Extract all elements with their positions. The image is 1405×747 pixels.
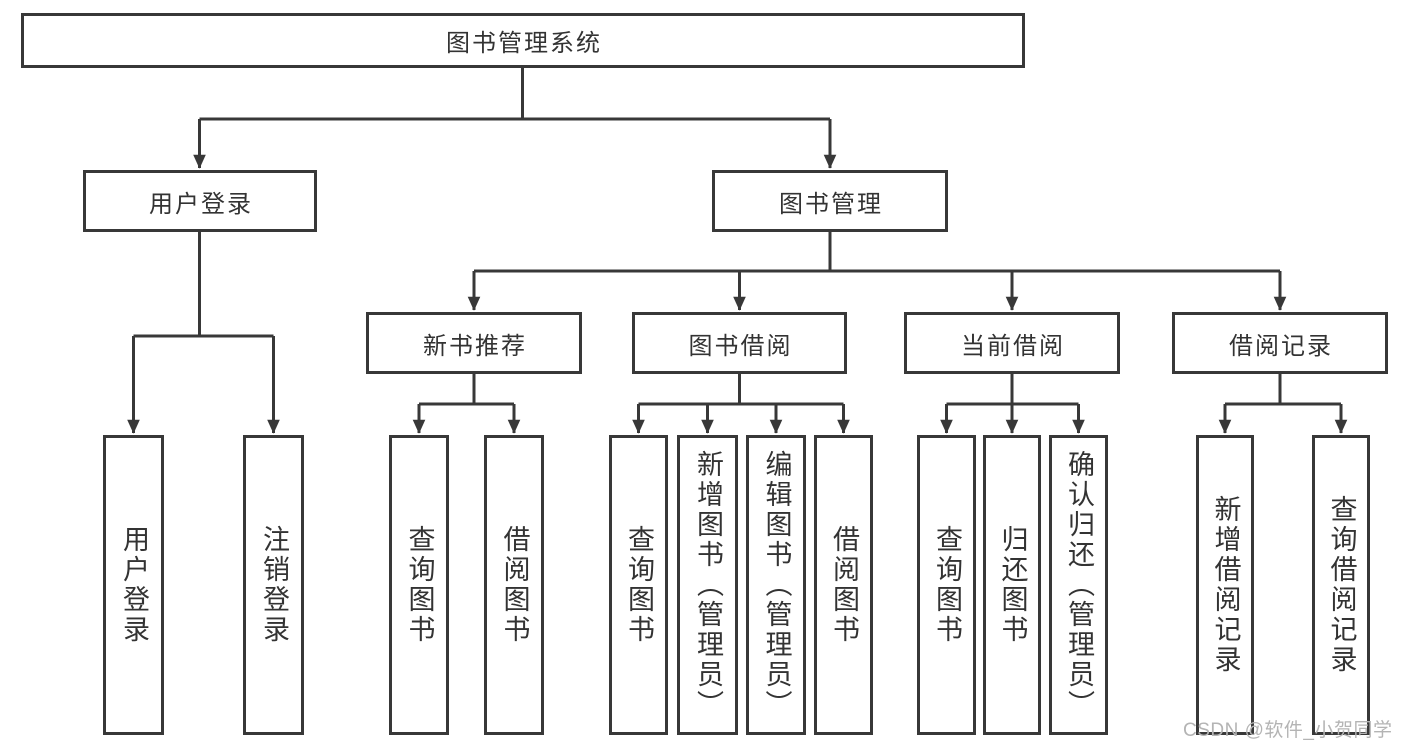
- node-label: 查询图书: [932, 525, 962, 645]
- node-label: 新增图书（管理员）: [693, 450, 723, 720]
- connector-borrowing-split: [632, 374, 850, 434]
- node-library-management-system: 图书管理系统: [21, 13, 1025, 68]
- node-label: 新增借阅记录: [1210, 495, 1241, 675]
- leaf-borrow-books-recommend: 借阅图书: [484, 435, 544, 735]
- leaf-logout: 注销登录: [243, 435, 304, 735]
- node-current-borrowing: 当前借阅: [904, 312, 1120, 374]
- node-label: 图书借阅: [688, 332, 793, 360]
- leaf-query-borrow-record: 查询借阅记录: [1312, 435, 1370, 735]
- node-label: 当前借阅: [961, 332, 1065, 360]
- connector-current-split: [940, 374, 1085, 434]
- leaf-add-books-admin: 新增图书（管理员）: [677, 435, 738, 735]
- node-label: 借阅图书: [499, 525, 530, 645]
- node-label: 查询借阅记录: [1326, 495, 1357, 675]
- connector-root-split: [193, 66, 837, 169]
- node-new-book-recommendation: 新书推荐: [366, 312, 582, 374]
- node-label: 新书推荐: [423, 332, 527, 360]
- connector-user-login-split: [127, 232, 280, 434]
- connector-records-split: [1218, 374, 1348, 434]
- connector-recommend-split: [412, 374, 521, 434]
- node-label: 借阅记录: [1229, 332, 1333, 360]
- node-book-borrowing: 图书借阅: [632, 312, 847, 374]
- node-label: 图书管理: [779, 190, 883, 218]
- leaf-confirm-return-admin: 确认归还（管理员）: [1049, 435, 1108, 735]
- leaf-add-borrow-record: 新增借阅记录: [1196, 435, 1254, 735]
- leaf-return-books: 归还图书: [983, 435, 1041, 735]
- leaf-query-books-recommend: 查询图书: [389, 435, 449, 735]
- node-book-management: 图书管理: [712, 170, 948, 232]
- node-label: 用户登录: [119, 525, 149, 645]
- node-label: 确认归还（管理员）: [1064, 450, 1094, 720]
- node-user-login: 用户登录: [83, 170, 317, 232]
- connector-book-management-split: [467, 232, 1287, 311]
- node-label: 编辑图书（管理员）: [761, 450, 792, 720]
- node-label: 查询图书: [624, 525, 654, 645]
- node-label: 查询图书: [404, 525, 435, 645]
- leaf-borrow-books-borrowing: 借阅图书: [814, 435, 873, 735]
- node-label: 注销登录: [259, 525, 289, 645]
- leaf-edit-books-admin: 编辑图书（管理员）: [746, 435, 806, 735]
- node-label: 图书管理系统: [446, 30, 602, 57]
- csdn-watermark: CSDN @软件_小贺同学: [1183, 720, 1393, 741]
- node-borrowing-records: 借阅记录: [1172, 312, 1388, 374]
- leaf-user-login: 用户登录: [103, 435, 164, 735]
- node-label: 借阅图书: [829, 525, 859, 645]
- leaf-query-books-current: 查询图书: [917, 435, 976, 735]
- leaf-query-books-borrowing: 查询图书: [609, 435, 668, 735]
- node-label: 用户登录: [149, 190, 253, 218]
- node-label: 归还图书: [997, 525, 1028, 645]
